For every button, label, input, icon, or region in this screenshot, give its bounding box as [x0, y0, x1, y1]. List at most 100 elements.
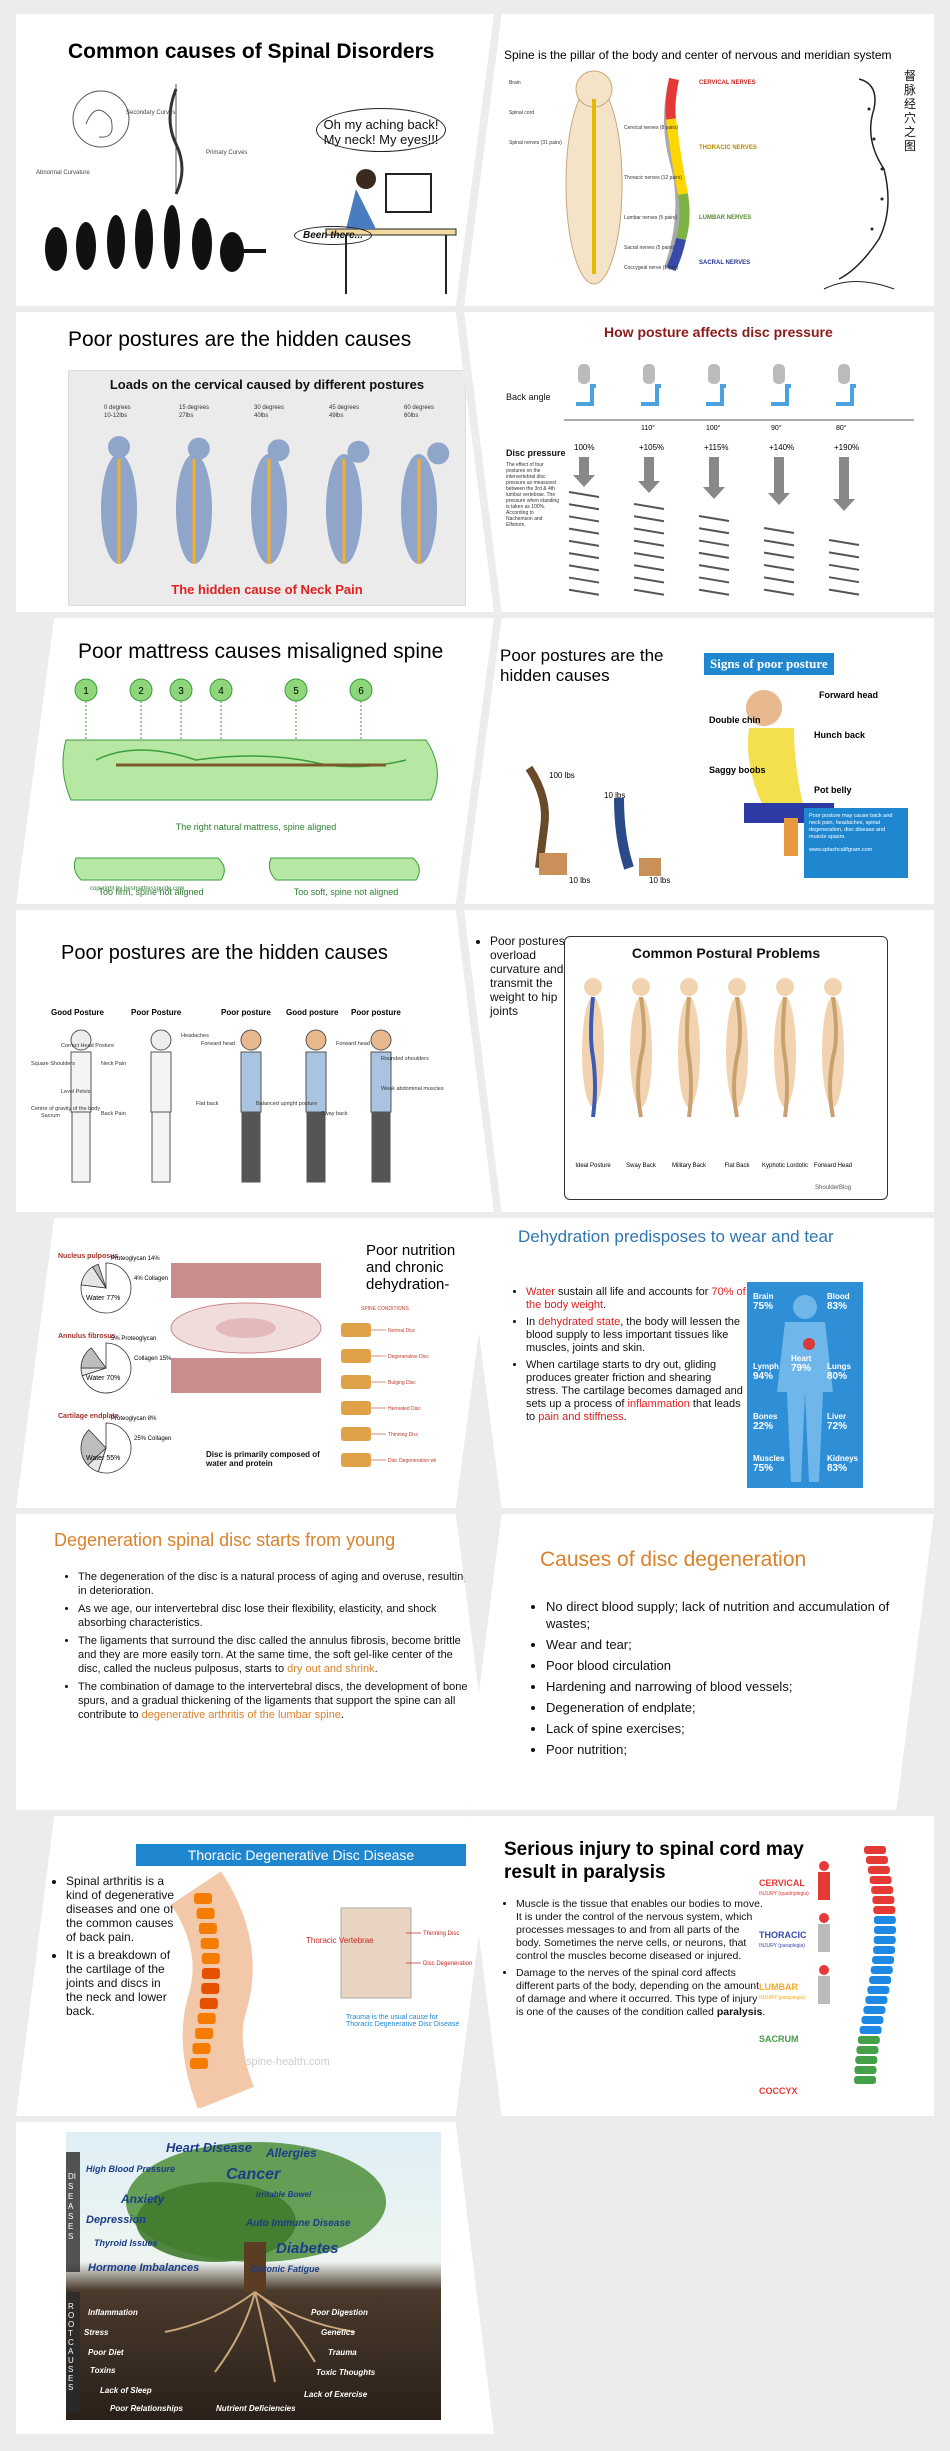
vertebra	[864, 1846, 886, 1854]
trauma-caption: Trauma is the usual cause for Thoracic D…	[346, 2014, 460, 2028]
angle-label: 90°	[771, 424, 782, 432]
mattress-point: 1	[74, 678, 98, 750]
slide-causes-degeneration: Causes of disc degeneration No direct bl…	[464, 1514, 934, 1810]
bullet-ligaments: The ligaments that surround the disc cal…	[78, 1634, 478, 1676]
svg-text:2: 2	[138, 686, 144, 697]
label-primary: Primary Curves	[206, 150, 247, 156]
condition-item: Herniated Disc	[341, 1401, 421, 1415]
angle-label: 100°	[706, 424, 721, 432]
vertebra	[198, 1923, 217, 1934]
watermark: spine-health.com	[246, 2056, 330, 2068]
vertebra	[872, 1956, 895, 1964]
posture-label: Centre of gravity of the body	[31, 1106, 100, 1112]
posture-label: Back Pain	[101, 1111, 126, 1117]
vertebra	[200, 1938, 219, 1949]
mattress-point: 5	[284, 678, 308, 750]
pressure-value: +115%	[704, 443, 729, 452]
posture-label: Forward head	[336, 1041, 370, 1047]
disease-label: Anxiety	[121, 2192, 165, 2206]
disc-cross-section	[170, 1263, 322, 1393]
svg-text:Saggy boobs: Saggy boobs	[709, 765, 766, 775]
disease-label: Chronic Fatigue	[251, 2264, 320, 2274]
svg-text:Thinning Disc: Thinning Disc	[423, 1931, 459, 1937]
posture-type: Flat Back	[724, 978, 751, 1169]
vertebra	[867, 1986, 890, 1994]
pie-name: Annulus fibrosus	[58, 1333, 116, 1340]
pie-item: Proteoglycan 8%	[111, 1416, 157, 1422]
vertebra	[855, 2056, 878, 2064]
svg-text:Coccygeal nerve (1 pair): Coccygeal nerve (1 pair)	[624, 265, 679, 271]
posture-label: Correct Head Posture	[61, 1043, 114, 1049]
svg-text:5: 5	[293, 686, 299, 697]
vertebra	[869, 1876, 892, 1884]
cause-item: Lack of spine exercises;	[546, 1720, 896, 1737]
svg-text:Spinal nerves (31 pairs): Spinal nerves (31 pairs)	[509, 140, 562, 146]
label-sacral: SACRAL NERVES	[699, 260, 750, 266]
card-title: Common Postural Problems	[631, 945, 821, 961]
vertebra	[873, 1926, 896, 1934]
angle-label: 80°	[836, 424, 847, 432]
diagram-heading: Loads on the cervical caused by differen…	[109, 377, 425, 392]
vertebra	[197, 2013, 216, 2024]
slide-degeneration-young: Degeneration spinal disc starts from you…	[16, 1514, 494, 1810]
cause-item: Hardening and narrowing of blood vessels…	[546, 1678, 896, 1695]
vertebra	[189, 2058, 208, 2069]
posture-column: Poor posture	[351, 1008, 401, 1183]
bullet-cartilage: When cartilage starts to dry out, glidin…	[526, 1359, 746, 1424]
condition-item: Degenerative Disc	[341, 1349, 429, 1363]
posture-heading: Poor Posture	[131, 1008, 182, 1017]
label-right-mattress: The right natural mattress, spine aligne…	[176, 822, 337, 832]
slide-title: Poor mattress causes misaligned spine	[78, 640, 444, 663]
credit: ShoulderBlog	[815, 1185, 851, 1191]
pie-item: 4% Collagen	[134, 1276, 168, 1282]
meridian-figure	[823, 78, 895, 290]
root-cause-label: Genetics	[321, 2328, 355, 2337]
slide-title: Degeneration spinal disc starts from you…	[54, 1530, 396, 1550]
slide-title: Spine is the pillar of the body and cent…	[504, 48, 892, 62]
posture-column: Good posture	[286, 1008, 339, 1183]
disease-label: Diabetes	[276, 2240, 339, 2257]
vertebra	[869, 1976, 892, 1984]
been-there-label: Been there...	[294, 226, 373, 245]
svg-text:Thoracic nerves (12 pairs): Thoracic nerves (12 pairs)	[624, 175, 682, 181]
disc-pressure-note: The effect of four postures on the inter…	[506, 462, 560, 528]
svg-text:Brain: Brain	[509, 80, 521, 86]
disc-pressure-label: Disc pressure	[506, 448, 566, 458]
condition-item: Normal Disc	[341, 1323, 416, 1337]
svg-text:Cervical nerves (8 pairs): Cervical nerves (8 pairs)	[624, 125, 679, 131]
degree-label: 15 degrees	[179, 405, 209, 411]
posture-type: Military Back	[672, 978, 707, 1169]
caption-neck-pain: The hidden cause of Neck Pain	[171, 582, 363, 597]
posture-type-label: Forward Head	[814, 1163, 852, 1169]
pie-water: Water 55%	[86, 1455, 120, 1462]
cause-item: Degeneration of endplate;	[546, 1699, 896, 1716]
svg-text:LUMBAR: LUMBAR	[759, 1982, 798, 1992]
posture-type-label: Ideal Posture	[575, 1163, 611, 1169]
svg-text:Double chin: Double chin	[709, 715, 761, 725]
neck-load-diagram: Loads on the cervical caused by differen…	[68, 370, 466, 606]
vertebra	[194, 1893, 212, 1904]
pie-item: Proteoglycan 14%	[111, 1256, 160, 1262]
disease-label: Heart Disease	[166, 2140, 252, 2155]
posture-label: Sway back	[321, 1111, 348, 1117]
root-cause-label: Nutrient Deficiencies	[216, 2404, 296, 2413]
svg-text:Forward head: Forward head	[819, 690, 878, 700]
svg-text:10 lbs: 10 lbs	[649, 876, 670, 885]
disease-label: Auto Immune Disease	[246, 2218, 351, 2229]
vertebra	[873, 1906, 896, 1914]
slide-spine-pillar: Spine is the pillar of the body and cent…	[464, 14, 934, 306]
svg-text:10 lbs: 10 lbs	[604, 791, 625, 800]
bullet-dehydrated: In dehydrated state, the body will lesse…	[526, 1316, 746, 1355]
slide-common-causes: Common causes of Spinal Disorders Abnorm…	[16, 14, 494, 306]
slide-title: Causes of disc degeneration	[540, 1548, 807, 1571]
svg-text:INJURY (paraplegia): INJURY (paraplegia)	[759, 1995, 805, 2001]
